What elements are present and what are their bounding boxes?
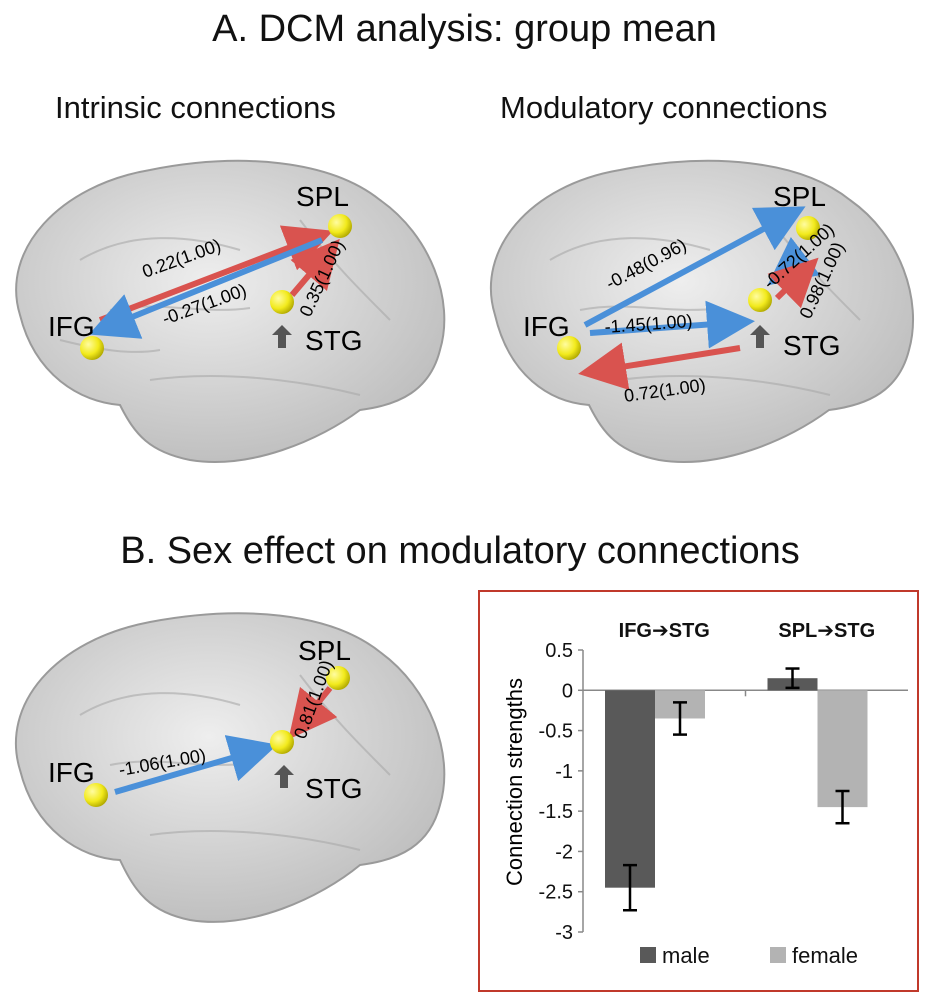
spl-label: SPL xyxy=(298,635,351,666)
brain-sulci xyxy=(59,219,391,396)
input-arrow-icon xyxy=(274,765,294,788)
y-axis-label: Connection strengths xyxy=(502,678,527,886)
stg-label: STG xyxy=(305,325,363,356)
y-tick-label: 0 xyxy=(562,680,573,702)
legend-label-female: female xyxy=(792,943,858,968)
input-arrow-icon xyxy=(272,325,292,348)
arrow-ifg-to-stg xyxy=(589,300,755,349)
spl-node xyxy=(328,214,352,238)
spl-label: SPL xyxy=(296,181,349,212)
spl-node xyxy=(796,216,820,240)
bar-male xyxy=(605,690,655,888)
legend-swatch-male xyxy=(640,947,656,963)
ifg-node xyxy=(557,336,581,360)
arrow-spl-to-stg xyxy=(288,686,338,740)
brain-sulci xyxy=(549,219,861,396)
sex-effect-brain-diagram: IFG SPL STG -1.06(1.00) 0.81(1.00) xyxy=(14,612,446,923)
category-label: SPL➔STG xyxy=(778,620,875,642)
panel-b-title: B. Sex effect on modulatory connections xyxy=(120,530,800,572)
arrow-stg-to-spl xyxy=(289,238,340,297)
bar-female xyxy=(817,690,868,808)
spl-node xyxy=(326,666,350,690)
y-tick-label: 0.5 xyxy=(545,640,573,662)
legend-label-male: male xyxy=(662,943,710,968)
spl-label: SPL xyxy=(773,181,826,212)
ifg-label: IFG xyxy=(48,311,95,342)
arrow-spl-to-ifg xyxy=(88,237,324,339)
y-tick-label: -1 xyxy=(555,761,573,783)
y-tick-label: -0.5 xyxy=(539,721,573,743)
arrow-stg-to-ifg xyxy=(578,342,741,391)
stg-node xyxy=(270,730,294,754)
ifg-node xyxy=(84,783,108,807)
arrow-stg-to-spl xyxy=(767,257,819,309)
intrinsic-subheading: Intrinsic connections xyxy=(55,90,336,125)
y-tick-label: -3 xyxy=(555,922,573,944)
arrow-ifg-to-spl xyxy=(583,206,806,328)
category-label: IFG➔STG xyxy=(619,620,710,642)
modulatory-brain-diagram: IFG SPL STG -0.48(0.96) -0.72(1.00) -1.4… xyxy=(489,159,915,463)
ifg-label: IFG xyxy=(48,757,95,788)
input-arrow-icon xyxy=(750,325,770,348)
sex-effect-bar-chart: Connection strengths 0.5 0 -0.5 -1 -1.5 -2 -2.… xyxy=(502,620,908,968)
sex-effect-chart-frame: Connection strengths 0.5 0 -0.5 -1 -1.5 -2 -2.… xyxy=(478,590,919,992)
stg-label: STG xyxy=(305,773,363,804)
panel-a-title: A. DCM analysis: group mean xyxy=(212,8,717,50)
y-tick-label: -2.5 xyxy=(539,882,573,904)
y-tick-label: -2 xyxy=(555,841,573,863)
stg-label: STG xyxy=(783,330,841,361)
arrow-ifg-to-stg xyxy=(114,735,278,795)
brain-sulci xyxy=(79,674,391,851)
ifg-node xyxy=(80,336,104,360)
modulatory-subheading: Modulatory connections xyxy=(500,90,828,125)
intrinsic-brain-diagram: IFG SPL STG 0.22(1.00) -0.27(1.00) 0.35(… xyxy=(15,159,446,463)
y-tick-label: -1.5 xyxy=(539,801,573,823)
ifg-label: IFG xyxy=(523,311,570,342)
stg-node xyxy=(270,290,294,314)
legend-swatch-female xyxy=(770,947,786,963)
stg-node xyxy=(748,288,772,312)
